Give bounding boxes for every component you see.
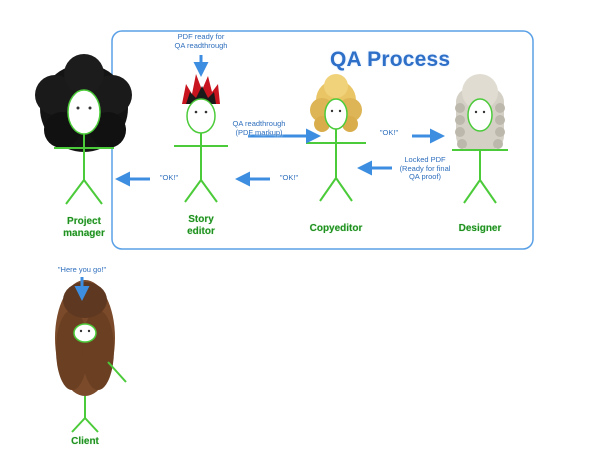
copyeditor-label: Copyeditor: [309, 223, 363, 234]
project-manager-face: [67, 89, 101, 135]
client-face: [73, 323, 97, 343]
ok-story-pm-label: "OK!": [159, 173, 179, 182]
copyeditor-stick-body: [306, 129, 366, 202]
story-editor-stick-body: [174, 133, 228, 203]
story-editor-figure: [174, 74, 228, 203]
black-afro-wig-icon: [35, 54, 132, 152]
client-figure: [55, 280, 127, 433]
designer-figure: [452, 74, 508, 204]
ok-copyeditor-story-label: "OK!": [279, 173, 299, 182]
client-stick-body: [71, 361, 127, 433]
copyeditor-figure: [306, 74, 366, 202]
red-black-mohawk-icon: [182, 74, 220, 104]
here-you-go-label: "Here you go!": [57, 265, 107, 274]
diagram-title: QA Process: [330, 48, 451, 71]
copyeditor-face: [324, 98, 348, 130]
project-manager-label: Project manager: [63, 216, 105, 239]
client-label: Client: [71, 436, 99, 447]
locked-pdf-label: Locked PDF (Ready for final QA proof): [399, 155, 451, 181]
designer-stick-body: [452, 149, 508, 204]
designer-label: Designer: [458, 223, 502, 234]
ok-copyeditor-designer-label: "OK!": [379, 128, 399, 137]
project-manager-figure: [35, 54, 132, 205]
designer-face: [467, 98, 493, 132]
story-editor-face: [186, 98, 216, 134]
project-manager-stick-body: [54, 134, 114, 205]
story-editor-label: Story editor: [187, 214, 215, 237]
qa-readthrough-label: QA readthrough (PDF markup): [232, 119, 286, 137]
pdf-ready-label: PDF ready for QA readthrough: [174, 32, 228, 50]
